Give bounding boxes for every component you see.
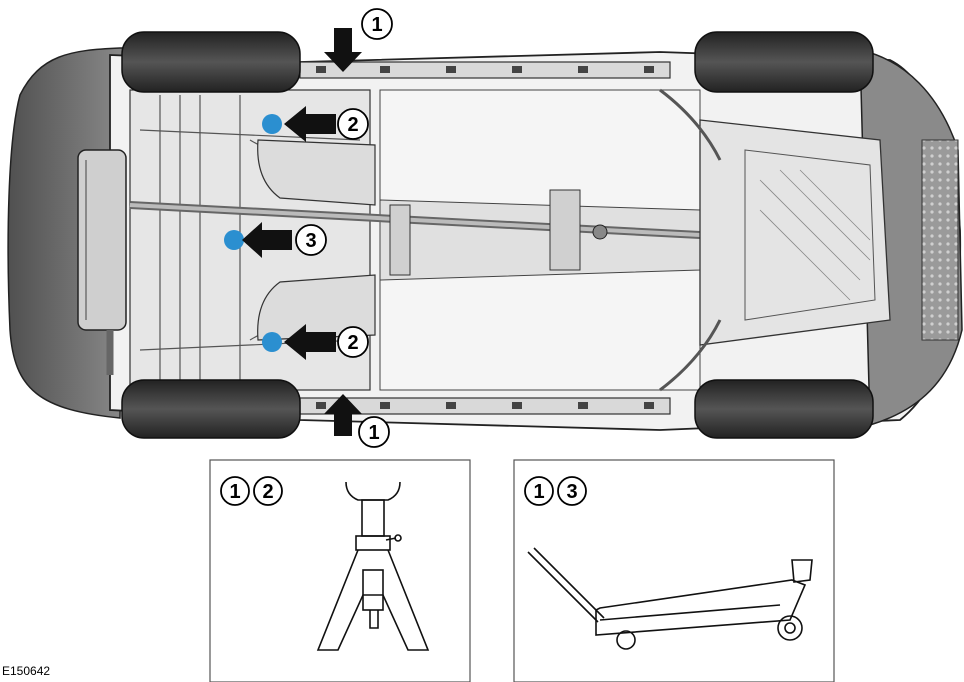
svg-text:2: 2 bbox=[262, 481, 273, 503]
svg-text:3: 3 bbox=[305, 230, 316, 252]
inset-trolley-jack: 1 3 bbox=[513, 459, 835, 682]
svg-text:1: 1 bbox=[371, 14, 382, 36]
axle-stand-icon bbox=[316, 481, 430, 651]
trolley-jack-icon bbox=[527, 547, 813, 650]
rear-lift-marker-lower bbox=[262, 332, 282, 352]
arrow-down-icon bbox=[324, 28, 362, 72]
car-body bbox=[7, 31, 963, 439]
inset-stand-label-2: 2 bbox=[253, 476, 283, 506]
inset-axle-stand: 1 2 bbox=[209, 459, 471, 682]
svg-text:2: 2 bbox=[347, 114, 358, 136]
front-grille-mesh bbox=[921, 139, 959, 341]
fuel-tank-upper bbox=[257, 139, 376, 206]
arrow-left-icon bbox=[284, 106, 336, 142]
svg-text:1: 1 bbox=[368, 422, 379, 444]
front-left-tyre bbox=[694, 31, 874, 93]
arrows bbox=[242, 28, 362, 436]
arrow-left-icon bbox=[284, 324, 336, 360]
svg-text:1: 1 bbox=[229, 481, 240, 503]
rear-left-tyre bbox=[121, 31, 301, 93]
svg-text:2: 2 bbox=[347, 332, 358, 354]
figure-id: E150642 bbox=[2, 664, 51, 678]
callout-1-bottom: 1 bbox=[358, 416, 390, 448]
arrow-left-icon bbox=[242, 222, 292, 258]
callout-2-top: 2 bbox=[337, 108, 369, 140]
inset-jack-label-3: 3 bbox=[557, 476, 587, 506]
arrow-up-icon bbox=[324, 394, 362, 436]
callouts: 1 2 3 2 1 bbox=[295, 8, 393, 448]
svg-text:3: 3 bbox=[566, 481, 577, 503]
rear-axle-lift-marker bbox=[224, 230, 244, 250]
rear-right-tyre bbox=[121, 379, 301, 439]
fuel-tank-lower bbox=[257, 274, 376, 341]
callout-2-bottom: 2 bbox=[337, 326, 369, 358]
lift-point-markers bbox=[224, 114, 282, 352]
inset-jack-label-1: 1 bbox=[524, 476, 554, 506]
muffler bbox=[77, 149, 127, 331]
inset-stand-label-1: 1 bbox=[220, 476, 250, 506]
svg-text:1: 1 bbox=[533, 481, 544, 503]
callout-1-top: 1 bbox=[361, 8, 393, 40]
rear-lift-marker-upper bbox=[262, 114, 282, 134]
front-right-tyre bbox=[694, 379, 874, 439]
callout-3: 3 bbox=[295, 224, 327, 256]
left-sill bbox=[299, 61, 671, 79]
